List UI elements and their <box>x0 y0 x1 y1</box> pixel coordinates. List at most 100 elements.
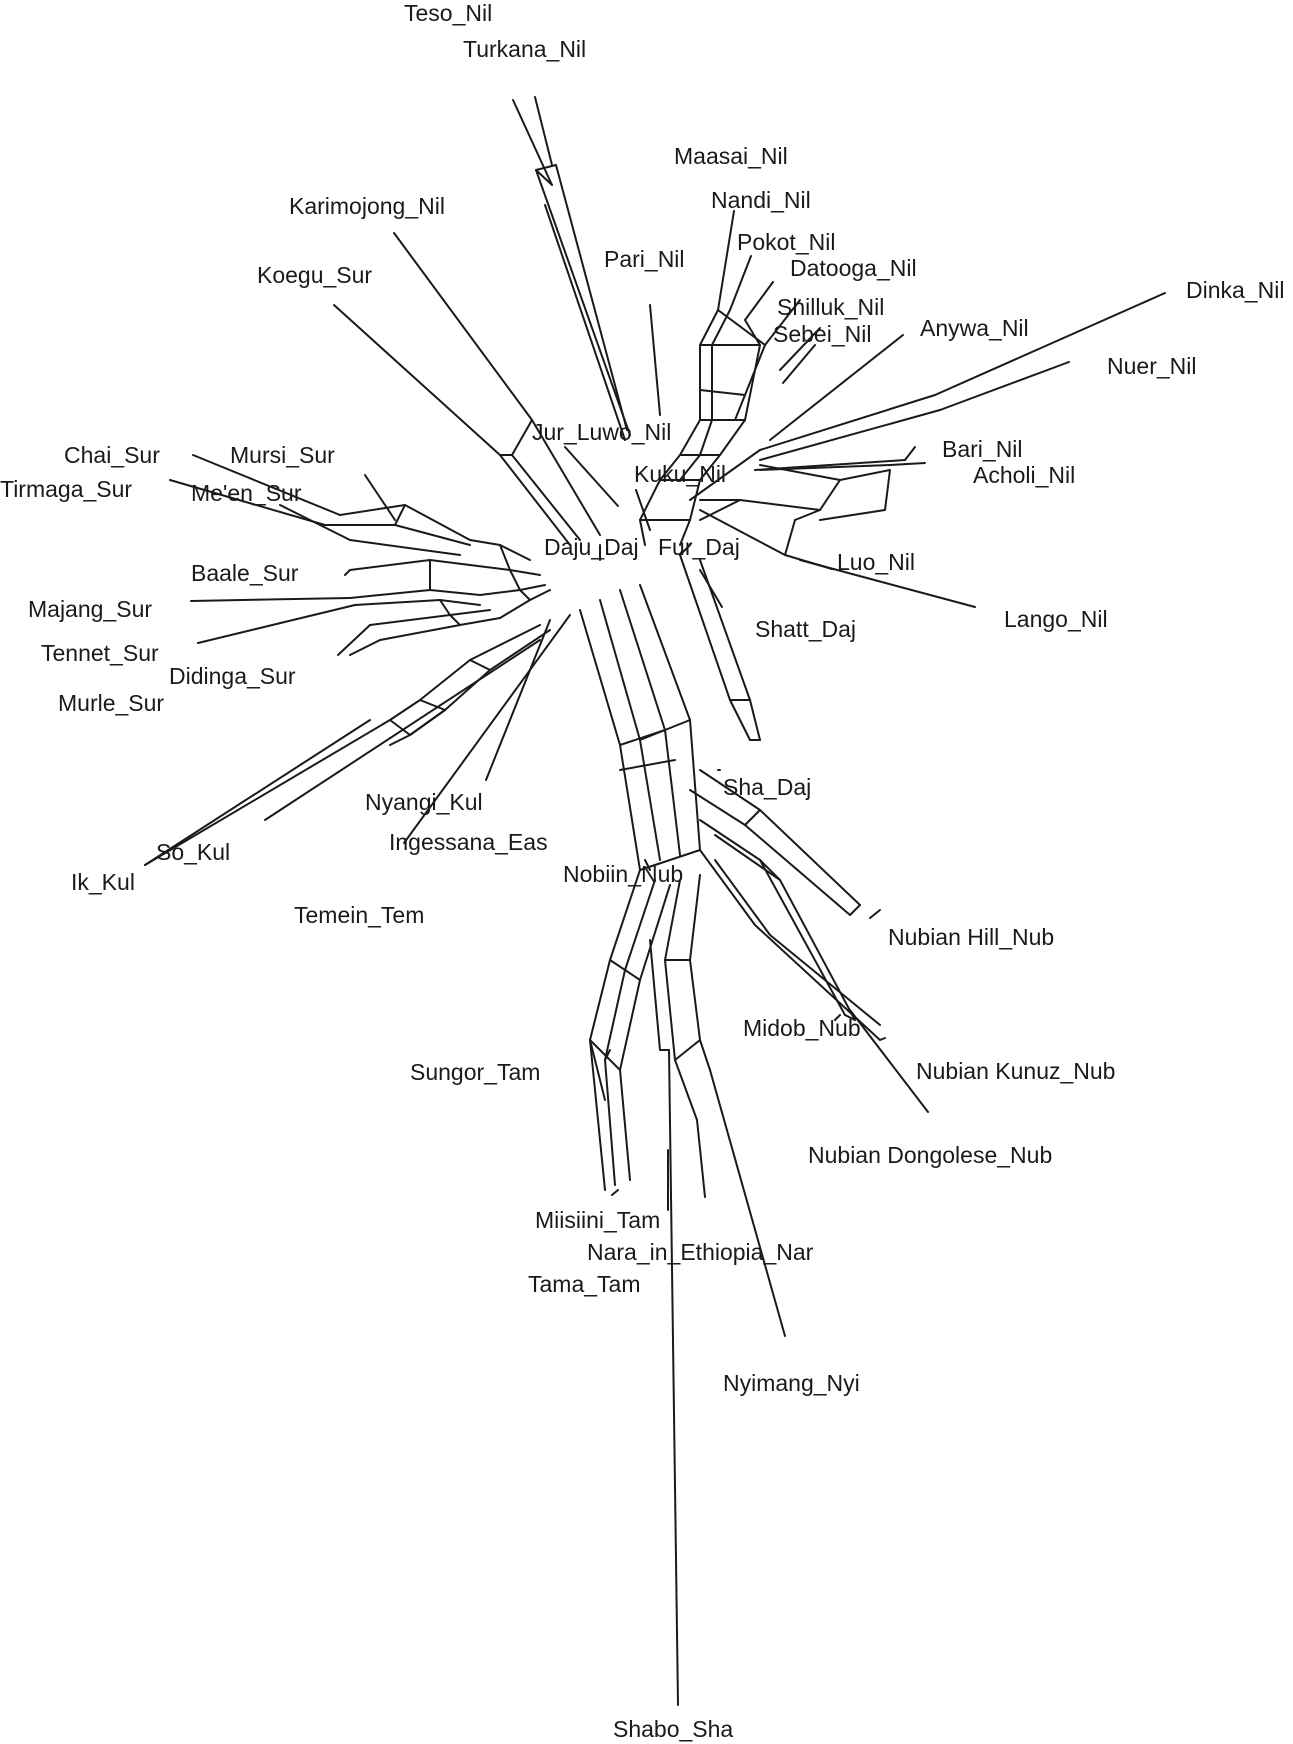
network-split-edge <box>589 869 641 1191</box>
pendant-edge-shabo <box>668 1049 679 1706</box>
taxon-label-shilluk: Shilluk_Nil <box>777 294 884 320</box>
network-split-edge <box>609 959 641 981</box>
network-split-edge <box>849 904 861 916</box>
network-split-edge <box>639 584 701 851</box>
network-split-edge <box>589 1039 606 1101</box>
taxon-label-daju: Daju_Daj <box>544 534 639 560</box>
pendant-edge-turkana <box>534 96 553 166</box>
network-split-edge <box>711 309 731 421</box>
pendant-edge-shatt <box>699 569 723 608</box>
taxon-label-tama: Tama_Tam <box>528 1271 640 1297</box>
network-split-edge <box>759 409 941 461</box>
network-split-edge <box>689 874 711 1071</box>
network-split-edge <box>349 559 471 571</box>
pendant-edge-kuku <box>635 489 651 531</box>
pendant-edge-jurluwo <box>564 446 619 507</box>
taxon-label-mursi: Mursi_Sur <box>230 442 335 468</box>
taxon-label-nobiin: Nobiin_Nub <box>563 861 683 887</box>
pendant-edge-koegu <box>333 304 501 456</box>
taxon-label-turkana: Turkana_Nil <box>463 36 586 62</box>
network-split-edge <box>619 884 671 1181</box>
pendant-edge-karimojong <box>393 232 533 421</box>
taxon-label-nandi: Nandi_Nil <box>711 187 811 213</box>
pendant-edge-sebei <box>782 344 816 384</box>
network-split-edge <box>354 599 481 606</box>
network-split-edge <box>759 859 781 881</box>
pendant-edge-anywa <box>769 334 904 441</box>
network-split-edge <box>679 554 751 741</box>
network-split-edge <box>499 454 571 546</box>
pendant-edge-majang <box>190 597 351 602</box>
network-split-edge <box>759 394 936 451</box>
pendant-edge-lango <box>799 559 976 608</box>
network-split-edge <box>419 699 446 711</box>
taxon-label-shatt: Shatt_Daj <box>755 616 856 642</box>
taxon-label-ingessana: Ingessana_Eas <box>389 829 548 855</box>
taxon-label-koegu: Koegu_Sur <box>257 262 372 288</box>
pendant-edge-so <box>144 719 391 866</box>
taxon-label-pokot: Pokot_Nil <box>737 229 835 255</box>
pendant-edge-murle <box>349 639 381 656</box>
taxon-label-dinka: Dinka_Nil <box>1186 277 1284 303</box>
pendant-edge-mursi <box>364 474 396 521</box>
network-split-edge <box>555 164 628 431</box>
taxon-label-nara: Nara_in_Ethiopia_Nar <box>587 1239 814 1265</box>
network-split-edge <box>689 449 761 501</box>
network-split-edge <box>699 849 881 1041</box>
pendant-edge-nara <box>696 1119 706 1198</box>
taxon-label-nyangi: Nyangi_Kul <box>365 789 483 815</box>
network-split-edge <box>717 309 766 346</box>
network-split-edge <box>674 1039 701 1061</box>
network-split-edge <box>714 834 856 1021</box>
pendant-edge-dinka <box>934 292 1166 396</box>
pendant-edge-ik <box>144 719 371 866</box>
pendant-edge-didinga <box>337 624 371 656</box>
taxon-label-meen: Me'en_Sur <box>191 480 302 506</box>
taxon-label-ik: Ik_Kul <box>71 869 135 895</box>
pendant-edge-acholi <box>889 462 926 466</box>
taxon-label-teso: Teso_Nil <box>404 0 492 26</box>
network-split-edge <box>784 519 796 556</box>
taxon-label-nuer: Nuer_Nil <box>1107 353 1196 379</box>
taxon-label-murle: Murle_Sur <box>58 690 164 716</box>
network-split-edge <box>579 609 641 871</box>
pendant-edge-sungor <box>604 1049 611 1061</box>
taxon-label-miisiini: Miisiini_Tam <box>535 1207 660 1233</box>
taxon-label-chai: Chai_Sur <box>64 442 160 468</box>
pendant-edge-datooga <box>764 299 801 346</box>
taxon-label-karimojong: Karimojong_Nil <box>289 193 445 219</box>
pendant-edge-nobiin <box>644 859 651 871</box>
taxon-label-sha: Sha_Daj <box>723 774 811 800</box>
network-split-edge <box>389 709 446 746</box>
network-split-edge <box>309 519 461 556</box>
network-split-edge <box>619 589 681 856</box>
network-split-edge <box>469 659 491 671</box>
pendant-edge-kunuz <box>879 1037 886 1041</box>
network-split-edge <box>619 759 676 771</box>
network-split-edge <box>394 504 406 526</box>
pendant-edge-pokot <box>744 281 774 321</box>
taxon-label-datooga: Datooga_Nil <box>790 255 917 281</box>
taxon-label-nubianhill: Nubian Hill_Nub <box>888 924 1054 950</box>
network-split-edge <box>499 544 531 601</box>
network-split-edge <box>699 509 786 556</box>
pendant-edge-bari <box>904 446 916 461</box>
network-split-edge <box>699 389 746 396</box>
taxon-label-nyimang: Nyimang_Nyi <box>723 1370 860 1396</box>
taxon-label-dongolese: Nubian Dongolese_Nub <box>808 1142 1052 1168</box>
taxon-label-baale: Baale_Sur <box>191 560 299 586</box>
pendant-edge-dongolese <box>849 1009 929 1113</box>
pendant-edge-nyimang <box>709 1069 786 1337</box>
network-split-edge <box>759 464 841 521</box>
pendant-edge-nandi <box>729 255 752 311</box>
network-split-edge <box>544 204 626 441</box>
network-split-edge <box>699 499 741 521</box>
network-split-edge <box>639 849 701 871</box>
network-split-edge <box>535 169 631 436</box>
taxon-label-temein: Temein_Tem <box>294 902 424 928</box>
network-split-edge <box>734 344 766 421</box>
taxon-label-jurluwo: Jur_Luwo_Nil <box>532 419 671 445</box>
taxon-label-majang: Majang_Sur <box>28 596 152 622</box>
taxon-label-didinga: Didinga_Sur <box>169 663 296 689</box>
